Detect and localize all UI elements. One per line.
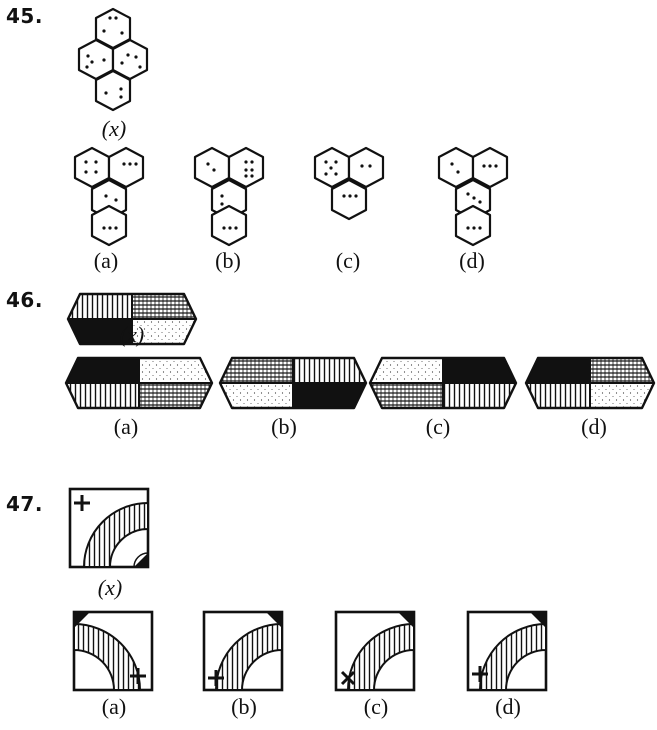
quarter-arc-figure-x <box>68 487 150 569</box>
question-number-47: 47. <box>6 492 43 516</box>
plus-icon <box>472 666 488 682</box>
option-label-b-45: (b) <box>215 248 241 273</box>
option-d-quarter-arc[interactable] <box>466 610 548 692</box>
cross-icon <box>340 670 356 686</box>
option-label-d-46: (d) <box>581 414 607 439</box>
label-x-46: (x) <box>119 322 145 347</box>
plus-icon <box>74 495 90 511</box>
plus-icon <box>208 670 224 686</box>
option-a-die[interactable] <box>66 144 152 248</box>
option-c-hexagon[interactable] <box>368 356 518 412</box>
question-number-45: 45. <box>6 4 43 28</box>
option-a-quarter-arc[interactable] <box>72 610 154 692</box>
option-label-b-46: (b) <box>271 414 297 439</box>
option-b-hexagon[interactable] <box>218 356 368 412</box>
option-c-quarter-arc[interactable] <box>334 610 416 692</box>
option-label-a-45: (a) <box>93 248 119 273</box>
option-label-a-46: (a) <box>113 414 139 439</box>
option-label-d-45: (d) <box>459 248 485 273</box>
option-b-die[interactable] <box>186 144 272 248</box>
option-b-quarter-arc[interactable] <box>202 610 284 692</box>
hexagon-figure-x <box>66 292 198 346</box>
option-c-die[interactable] <box>306 144 392 248</box>
option-label-d-47: (d) <box>495 694 521 719</box>
question-number-46: 46. <box>6 288 43 312</box>
plus-icon <box>130 668 146 684</box>
option-label-c-47: (c) <box>363 694 389 719</box>
option-d-die[interactable] <box>430 144 516 248</box>
label-x-45: (x) <box>101 116 127 141</box>
option-a-hexagon[interactable] <box>64 356 214 412</box>
label-x-47: (x) <box>97 575 123 600</box>
die-figure-x <box>77 7 149 112</box>
option-label-c-45: (c) <box>335 248 361 273</box>
option-label-b-47: (b) <box>231 694 257 719</box>
option-label-a-47: (a) <box>101 694 127 719</box>
option-d-hexagon[interactable] <box>524 356 656 412</box>
option-label-c-46: (c) <box>425 414 451 439</box>
